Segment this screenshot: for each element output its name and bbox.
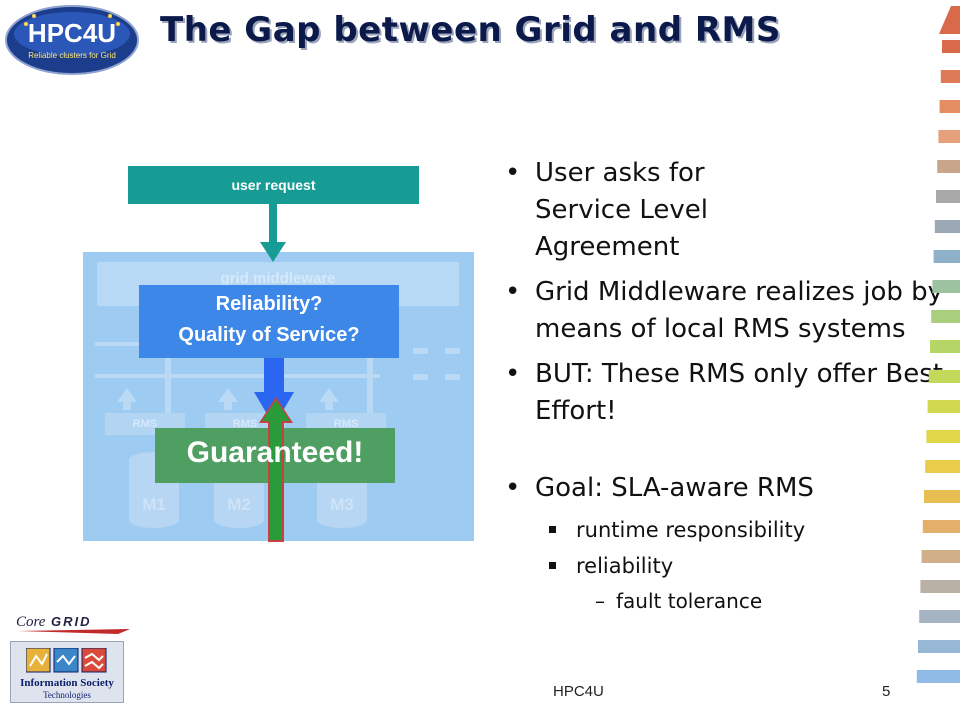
bullet-text: BUT: These RMS only offer Best Effort!: [535, 359, 943, 426]
ist-text-line1: Information Society: [20, 677, 114, 689]
machine-label-m3: M3: [330, 495, 354, 514]
bullet-item: • BUT: These RMS only offer Best Effort!: [505, 356, 945, 430]
bullet-text: Goal: SLA-aware RMS: [535, 473, 814, 503]
page-title-shadow: The Gap between Grid and RMS: [162, 12, 783, 52]
bullet-item: • Grid Middleware realizes job by means o…: [505, 274, 945, 348]
decorative-stripe: [924, 490, 960, 503]
decorative-stripe: [937, 160, 960, 173]
decorative-stripe: [939, 100, 960, 113]
decorative-stripe: [932, 280, 960, 293]
up-arrow-icon: [218, 388, 238, 410]
decorative-stripe: [922, 520, 960, 533]
ist-text-line2: Technologies: [43, 690, 91, 700]
decorative-stripe: [919, 610, 960, 623]
ist-icons: [26, 648, 107, 673]
decorative-stripe: [936, 190, 960, 203]
reliability-text: Reliability?: [215, 293, 323, 315]
qos-text: Quality of Service?: [178, 324, 360, 346]
down-arrow-icon: [260, 204, 286, 262]
bullet-text: Grid Middleware realizes job by means of…: [535, 277, 944, 344]
machine-label-m2: M2: [227, 495, 251, 514]
subsub-bullet-item: –fault tolerance: [505, 587, 945, 615]
coregrid-grid-text: GRID: [51, 614, 92, 629]
dash-bullet-icon: –: [595, 589, 605, 613]
subsub-bullet-text: fault tolerance: [616, 589, 763, 613]
user-request-box: user request: [128, 166, 419, 204]
hpc4u-logo: HPC4U Reliable clusters for Grid: [5, 5, 139, 75]
decorative-stripe: [920, 580, 960, 593]
bullet-dot-icon: •: [505, 277, 521, 307]
decorative-stripe: [918, 640, 960, 653]
decorative-stripe: [916, 670, 960, 683]
logo-subtext: Reliable clusters for Grid: [28, 51, 116, 60]
footer-label: HPC4U: [553, 683, 604, 700]
decorative-stripe: [940, 70, 960, 83]
up-arrow-icon: [117, 388, 137, 410]
guaranteed-text: Guaranteed!: [186, 436, 364, 469]
bullet-dot-icon: •: [505, 158, 521, 188]
decorative-stripe: [934, 220, 960, 233]
decorative-stripe: [930, 340, 960, 353]
decorative-stripe: [926, 430, 960, 443]
middleware-label: grid middleware: [220, 270, 336, 287]
up-arrow-icon: [319, 388, 339, 410]
coregrid-core-text: Core: [16, 614, 46, 630]
logo-text: HPC4U: [28, 18, 116, 48]
bullet-item: • User asks for Service Level Agreement: [505, 155, 945, 266]
decorative-stripe: [921, 550, 960, 563]
decorative-stripe: [938, 130, 960, 143]
decorative-stripe: [942, 40, 960, 53]
bullet-dot-icon: •: [505, 473, 521, 503]
decorative-stripe: [933, 250, 960, 263]
machine-label-m1: M1: [142, 495, 166, 514]
bus-line-bottom: [95, 374, 380, 378]
square-bullet-icon: [549, 562, 556, 569]
square-bullet-icon: [549, 526, 556, 533]
bullet-text: User asks for Service Level Agreement: [535, 158, 708, 262]
decorative-stripe: [925, 460, 960, 473]
coregrid-logo: Core GRID: [16, 614, 130, 634]
reliability-qos-box: Reliability? Quality of Service?: [139, 285, 399, 358]
sub-bullet-item: runtime responsibility: [505, 515, 945, 545]
decorative-stripe: [931, 310, 960, 323]
decorative-stripe: [927, 400, 960, 413]
bullet-item: • Goal: SLA-aware RMS: [505, 470, 945, 507]
page-title: The Gap between Grid and RMS: [160, 10, 781, 50]
green-up-arrow-icon: [259, 397, 293, 542]
decorative-arrow-stripe: [916, 6, 960, 683]
bullet-dot-icon: •: [505, 359, 521, 389]
sub-bullet-text: reliability: [576, 554, 674, 578]
decorative-stripe: [928, 370, 960, 383]
sub-bullet-text: runtime responsibility: [576, 518, 806, 542]
page-number: 5: [882, 683, 891, 700]
bullet-list: • User asks for Service Level Agreement •…: [505, 155, 945, 615]
sub-bullet-item: reliability: [505, 551, 945, 581]
